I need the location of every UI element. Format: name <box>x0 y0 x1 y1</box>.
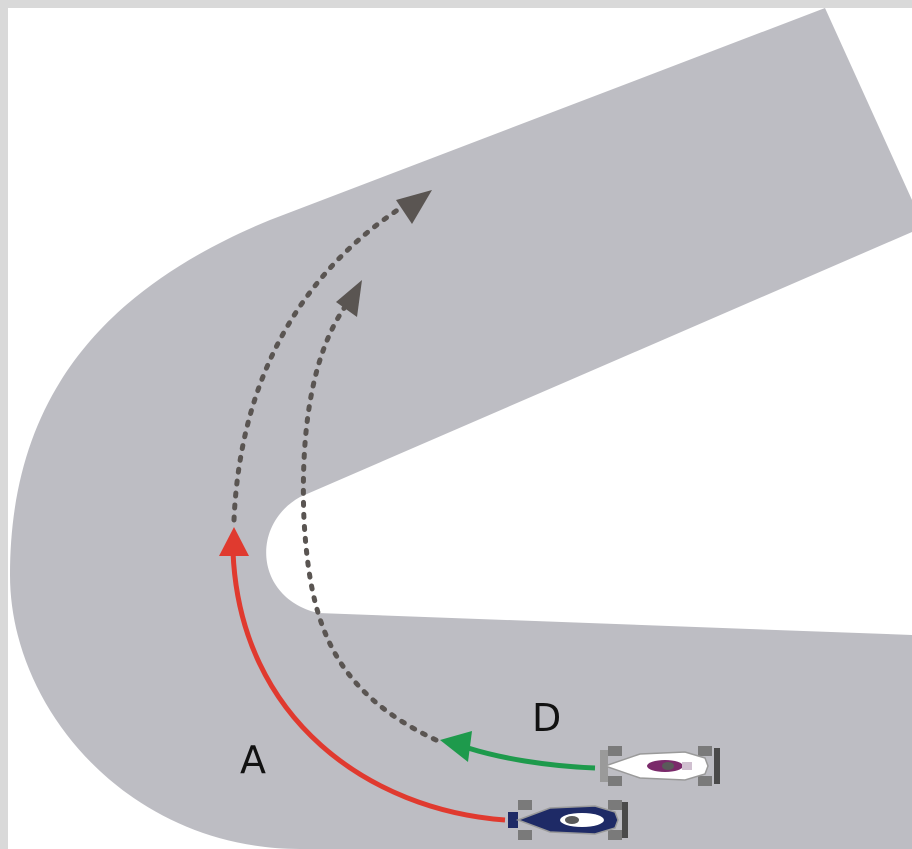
car-d-icon <box>600 746 720 786</box>
race-track <box>10 8 912 849</box>
line-a <box>230 551 506 823</box>
dotted-path-outer-arrowhead <box>396 190 432 224</box>
frame-left <box>0 0 8 849</box>
line-d <box>467 745 596 771</box>
line-d-arrowhead <box>440 731 472 762</box>
dotted-path-outer <box>231 199 413 523</box>
line-a-arrowhead <box>219 527 249 556</box>
frame-top <box>0 0 912 8</box>
label-d: D <box>532 696 561 740</box>
car-a-icon <box>508 800 628 840</box>
dotted-path-inner-arrowhead <box>336 280 362 317</box>
dotted-path-inner <box>300 297 439 743</box>
label-a: A <box>240 738 266 782</box>
